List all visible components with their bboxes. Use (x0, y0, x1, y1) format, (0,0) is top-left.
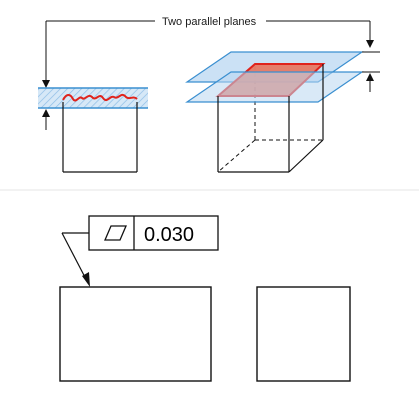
cube-visible-edges (217, 64, 324, 173)
side-view-rectangle (256, 286, 351, 382)
label-leader-left (45, 20, 155, 80)
zone-bottom-arrow (42, 109, 50, 117)
wavy-surface-profile (62, 93, 138, 102)
right-plane-dimension (362, 51, 380, 92)
lower-parallel-plane (185, 71, 364, 103)
left-block (62, 102, 138, 173)
feature-control-frame: 0.030 (88, 215, 219, 251)
front-view-rectangle (59, 286, 212, 382)
flatness-symbol-icon (104, 225, 127, 241)
two-parallel-planes-label: Two parallel planes (162, 16, 257, 28)
cube-hidden-edges (217, 66, 322, 173)
label-leader-right (266, 20, 371, 40)
right-plane-bottom-arrow (366, 73, 374, 81)
leader-arrow-left (42, 80, 50, 88)
leader-arrow-right (366, 40, 374, 48)
fcf-leader (61, 232, 89, 284)
tolerance-value: 0.030 (144, 224, 194, 246)
fcf-leader-arrow (82, 272, 90, 287)
